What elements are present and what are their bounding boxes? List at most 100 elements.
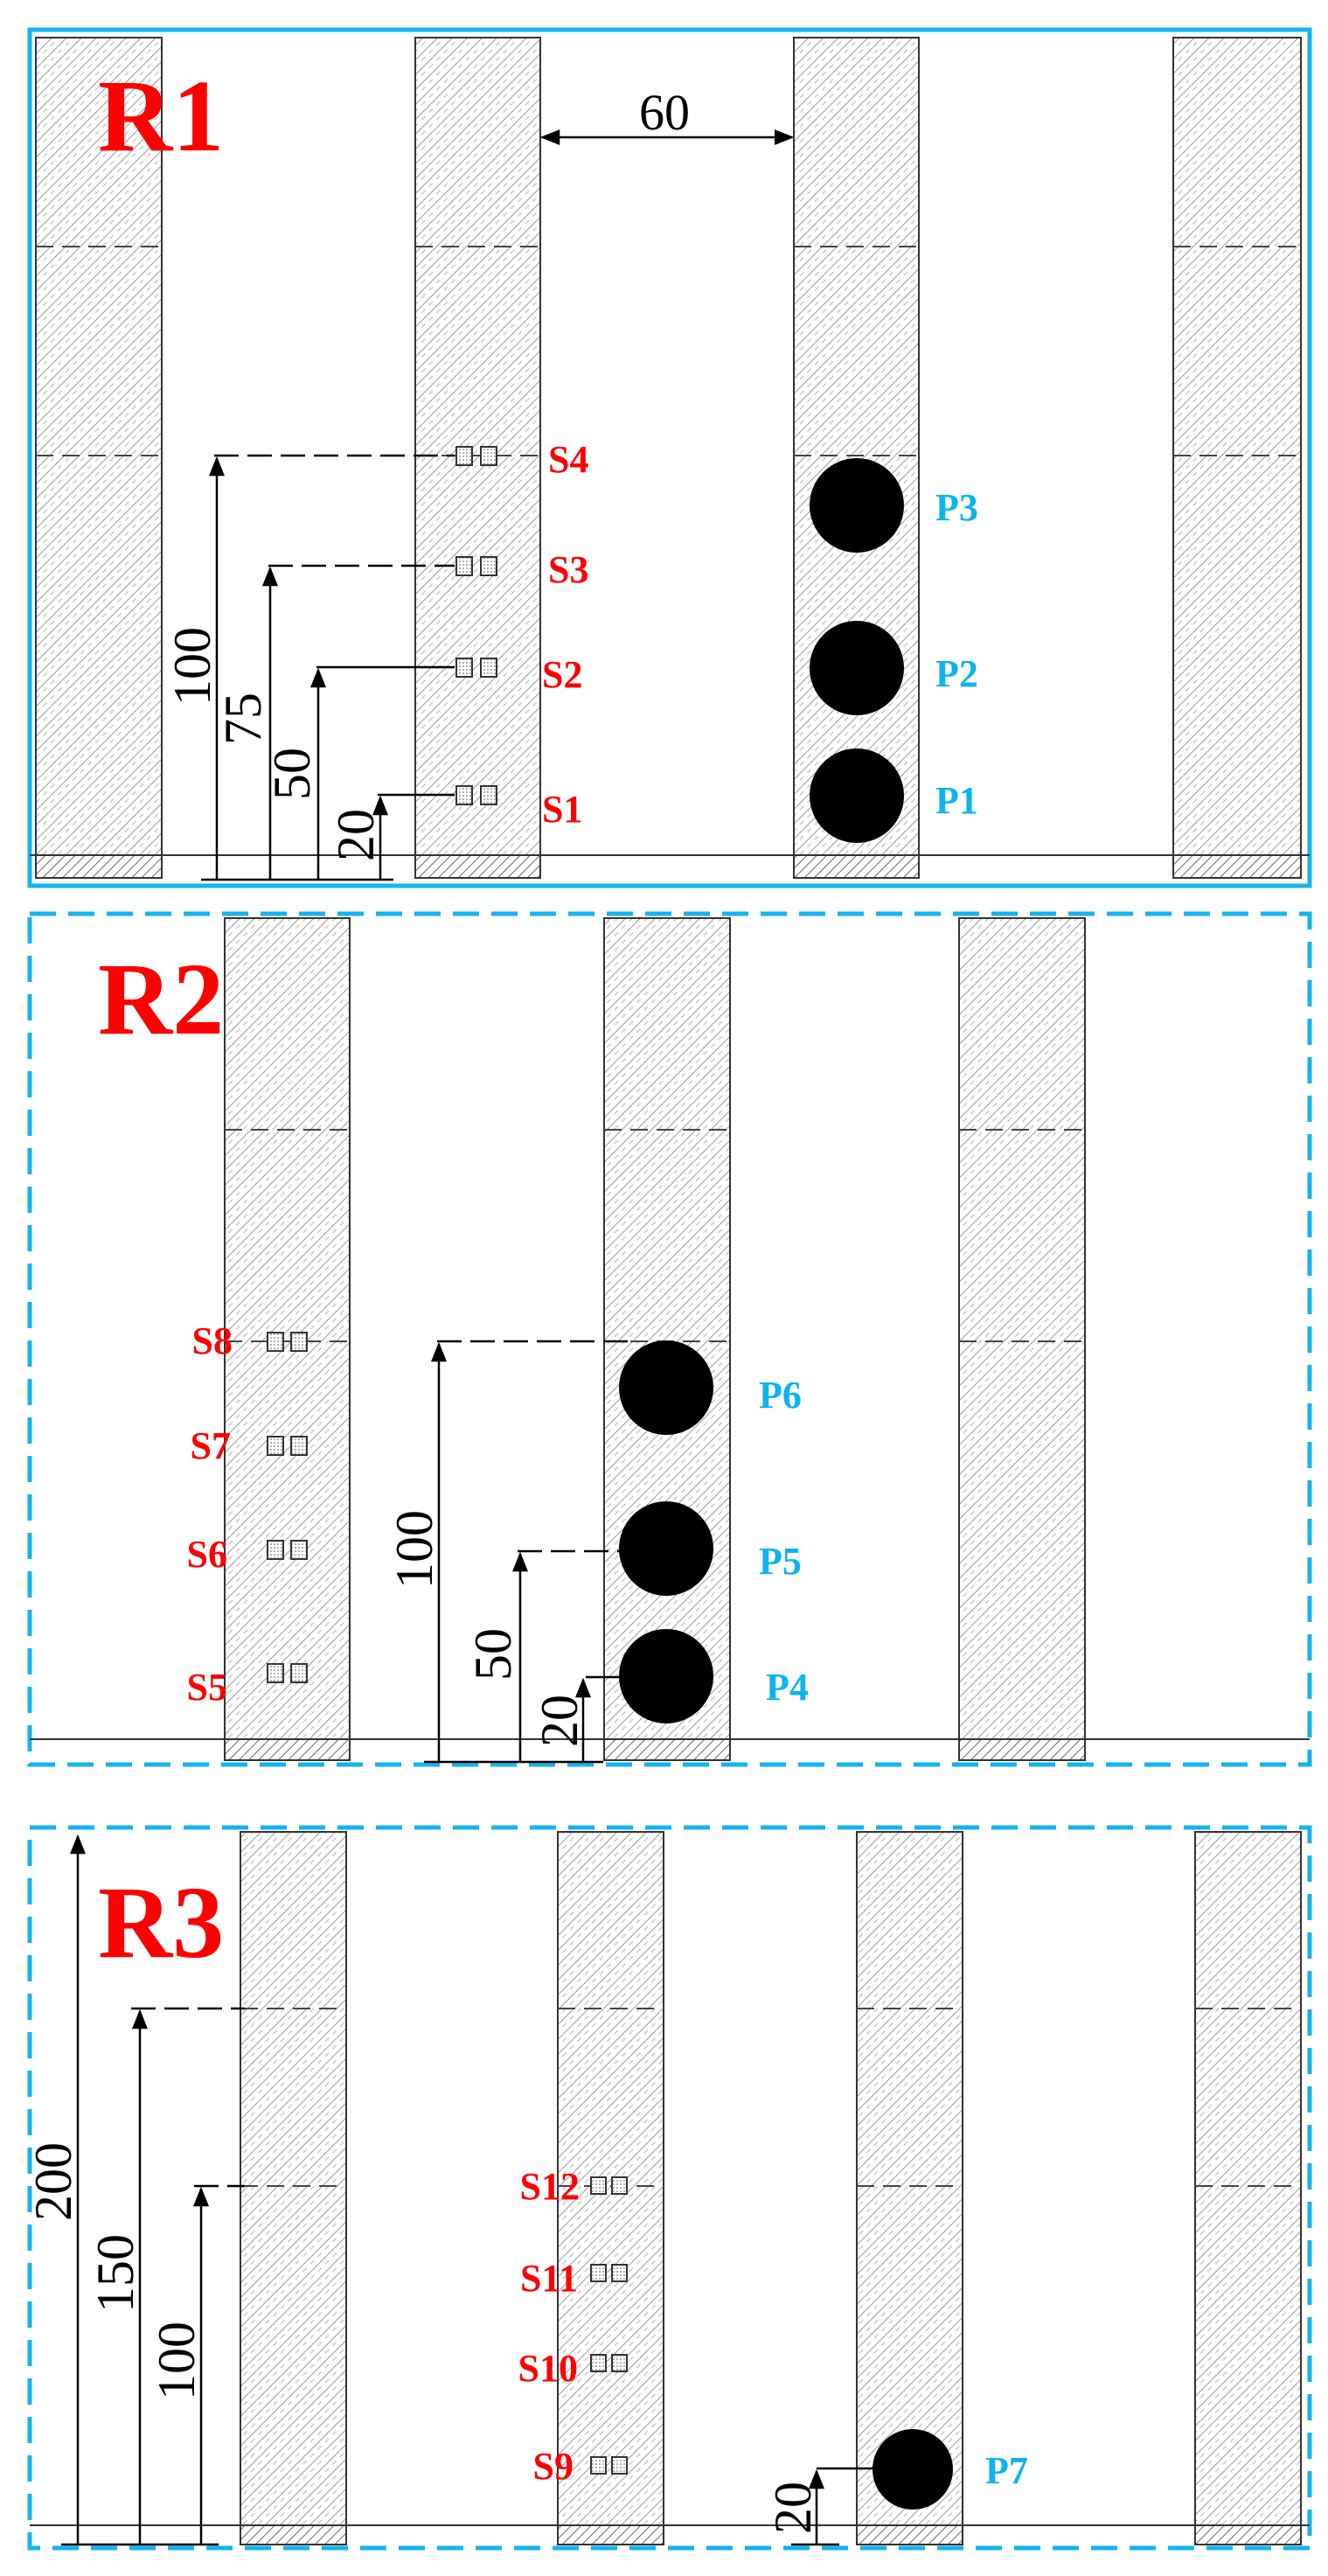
- r1-base-4: [1172, 854, 1302, 879]
- pile-p6: [619, 1340, 713, 1435]
- sensor-label-s5: S5: [187, 1666, 227, 1709]
- r2-dim-20: 20: [531, 1695, 588, 1747]
- r1-dim-50: 50: [263, 748, 321, 800]
- r1-level-lines: [36, 246, 1301, 456]
- r1-column-2: [414, 37, 541, 856]
- r3-sensors: [590, 2176, 628, 2475]
- r2-pile-labels: P6 P5 P4: [759, 1374, 809, 1709]
- panel-r2-border: [27, 911, 1312, 1767]
- region-label-r2: R2: [98, 942, 224, 1056]
- sensor-s4: [455, 446, 497, 466]
- r3-column-1: [240, 1831, 347, 2526]
- r2-sensors: [267, 1332, 308, 1683]
- panel-r1: 60 100 75 50 20 S4 S3 S2 S1: [27, 27, 1312, 888]
- sensor-label-s2: S2: [542, 653, 582, 696]
- sensor-label-s12: S12: [520, 2165, 580, 2208]
- pile-p1: [810, 748, 904, 843]
- panel-r3: 200 150 100 20 S12 S11 S10 S9 P7 R3: [24, 1825, 1312, 2551]
- r3-column-3: [856, 1831, 963, 2526]
- r3-column-2: [557, 1831, 664, 2526]
- pile-label-p3: P3: [935, 486, 978, 529]
- r1-piles: [810, 458, 904, 843]
- r1-spacing-dimension: 60: [539, 84, 795, 145]
- sensor-label-s6: S6: [187, 1533, 227, 1576]
- r3-column-4: [1194, 1831, 1302, 2526]
- r1-base-1: [35, 854, 163, 879]
- r2-height-dimensions: [424, 1340, 629, 1764]
- sensor-label-s7: S7: [191, 1424, 231, 1467]
- sensor-s8: [267, 1332, 308, 1352]
- sensor-label-s11: S11: [520, 2257, 578, 2300]
- r3-dim-200: 200: [24, 2142, 82, 2221]
- sensor-s10: [590, 2354, 628, 2372]
- pile-p3: [810, 458, 904, 553]
- sensor-s5: [267, 1663, 308, 1683]
- r2-dim-50: 50: [464, 1628, 522, 1681]
- sensor-label-s4: S4: [548, 438, 588, 481]
- r1-dim-20: 20: [327, 809, 385, 861]
- sensor-label-s3: S3: [548, 548, 588, 591]
- pile-label-p5: P5: [759, 1540, 802, 1583]
- r3-base-1: [240, 2524, 347, 2545]
- r3-base-2: [557, 2524, 664, 2545]
- pile-label-p4: P4: [766, 1666, 809, 1709]
- r3-base-4: [1194, 2524, 1302, 2545]
- sensor-s1: [455, 785, 497, 805]
- panel-r1-border: [27, 27, 1312, 888]
- r1-height-dimensions: [201, 454, 455, 881]
- r2-dim-100: 100: [386, 1510, 443, 1589]
- r3-pile-labels: P7: [985, 2449, 1028, 2492]
- r1-sensor-labels: S4 S3 S2 S1: [542, 438, 588, 831]
- r1-sensors: [455, 446, 497, 805]
- sensor-label-s1: S1: [542, 788, 582, 831]
- r3-dim-20: 20: [764, 2482, 822, 2534]
- r2-piles: [619, 1340, 713, 1723]
- r1-columns: [30, 37, 1310, 879]
- sensor-label-s8: S8: [192, 1319, 233, 1362]
- r1-column-3: [793, 37, 920, 856]
- r1-pile-labels: P3 P2 P1: [935, 486, 978, 822]
- sensor-s3: [455, 556, 497, 576]
- pile-p5: [619, 1501, 713, 1596]
- sensor-s2: [455, 658, 497, 678]
- region-label-r1: R1: [98, 59, 224, 173]
- r2-base-2: [603, 1738, 731, 1761]
- r2-sensor-labels: S8 S7 S6 S5: [187, 1319, 233, 1709]
- sensor-s7: [267, 1436, 308, 1456]
- r1-dim-100: 100: [163, 627, 221, 706]
- panel-r3-border: [27, 1825, 1312, 2551]
- pile-p4: [619, 1629, 713, 1723]
- r2-column-2: [603, 917, 731, 1740]
- pile-label-p1: P1: [935, 779, 978, 822]
- pile-p2: [810, 621, 904, 715]
- sensor-label-s9: S9: [533, 2445, 574, 2488]
- r3-base-3: [856, 2524, 963, 2545]
- sensor-label-s10: S10: [518, 2347, 578, 2390]
- r3-level-lines: [240, 2008, 1301, 2187]
- panel-r2: 100 50 20 S8 S7 S6 S5 P6 P5 P4 R2: [27, 911, 1312, 1767]
- r3-dim-150: 150: [87, 2234, 144, 2313]
- r1-spacing-label: 60: [639, 84, 690, 141]
- r2-base-1: [224, 1738, 351, 1761]
- r1-column-4: [1172, 37, 1302, 856]
- r2-column-1: [224, 917, 351, 1740]
- region-label-r3: R3: [98, 1865, 224, 1980]
- pile-p7: [873, 2429, 953, 2510]
- r1-base-3: [793, 854, 920, 879]
- r3-columns: [30, 1831, 1310, 2545]
- r3-piles: [873, 2429, 953, 2510]
- r1-column-1: [35, 37, 163, 856]
- r3-dim-100: 100: [148, 2322, 205, 2400]
- pile-label-p6: P6: [759, 1374, 802, 1417]
- sensor-s11: [590, 2264, 628, 2282]
- pile-label-p7: P7: [985, 2449, 1028, 2492]
- r1-dim-75: 75: [214, 693, 272, 745]
- r2-columns: [30, 917, 1310, 1761]
- pile-label-p2: P2: [935, 652, 978, 695]
- r3-sensor-labels: S12 S11 S10 S9: [518, 2165, 580, 2488]
- r1-base-2: [414, 854, 541, 879]
- r2-column-3: [958, 917, 1086, 1740]
- sensor-s9: [590, 2456, 628, 2475]
